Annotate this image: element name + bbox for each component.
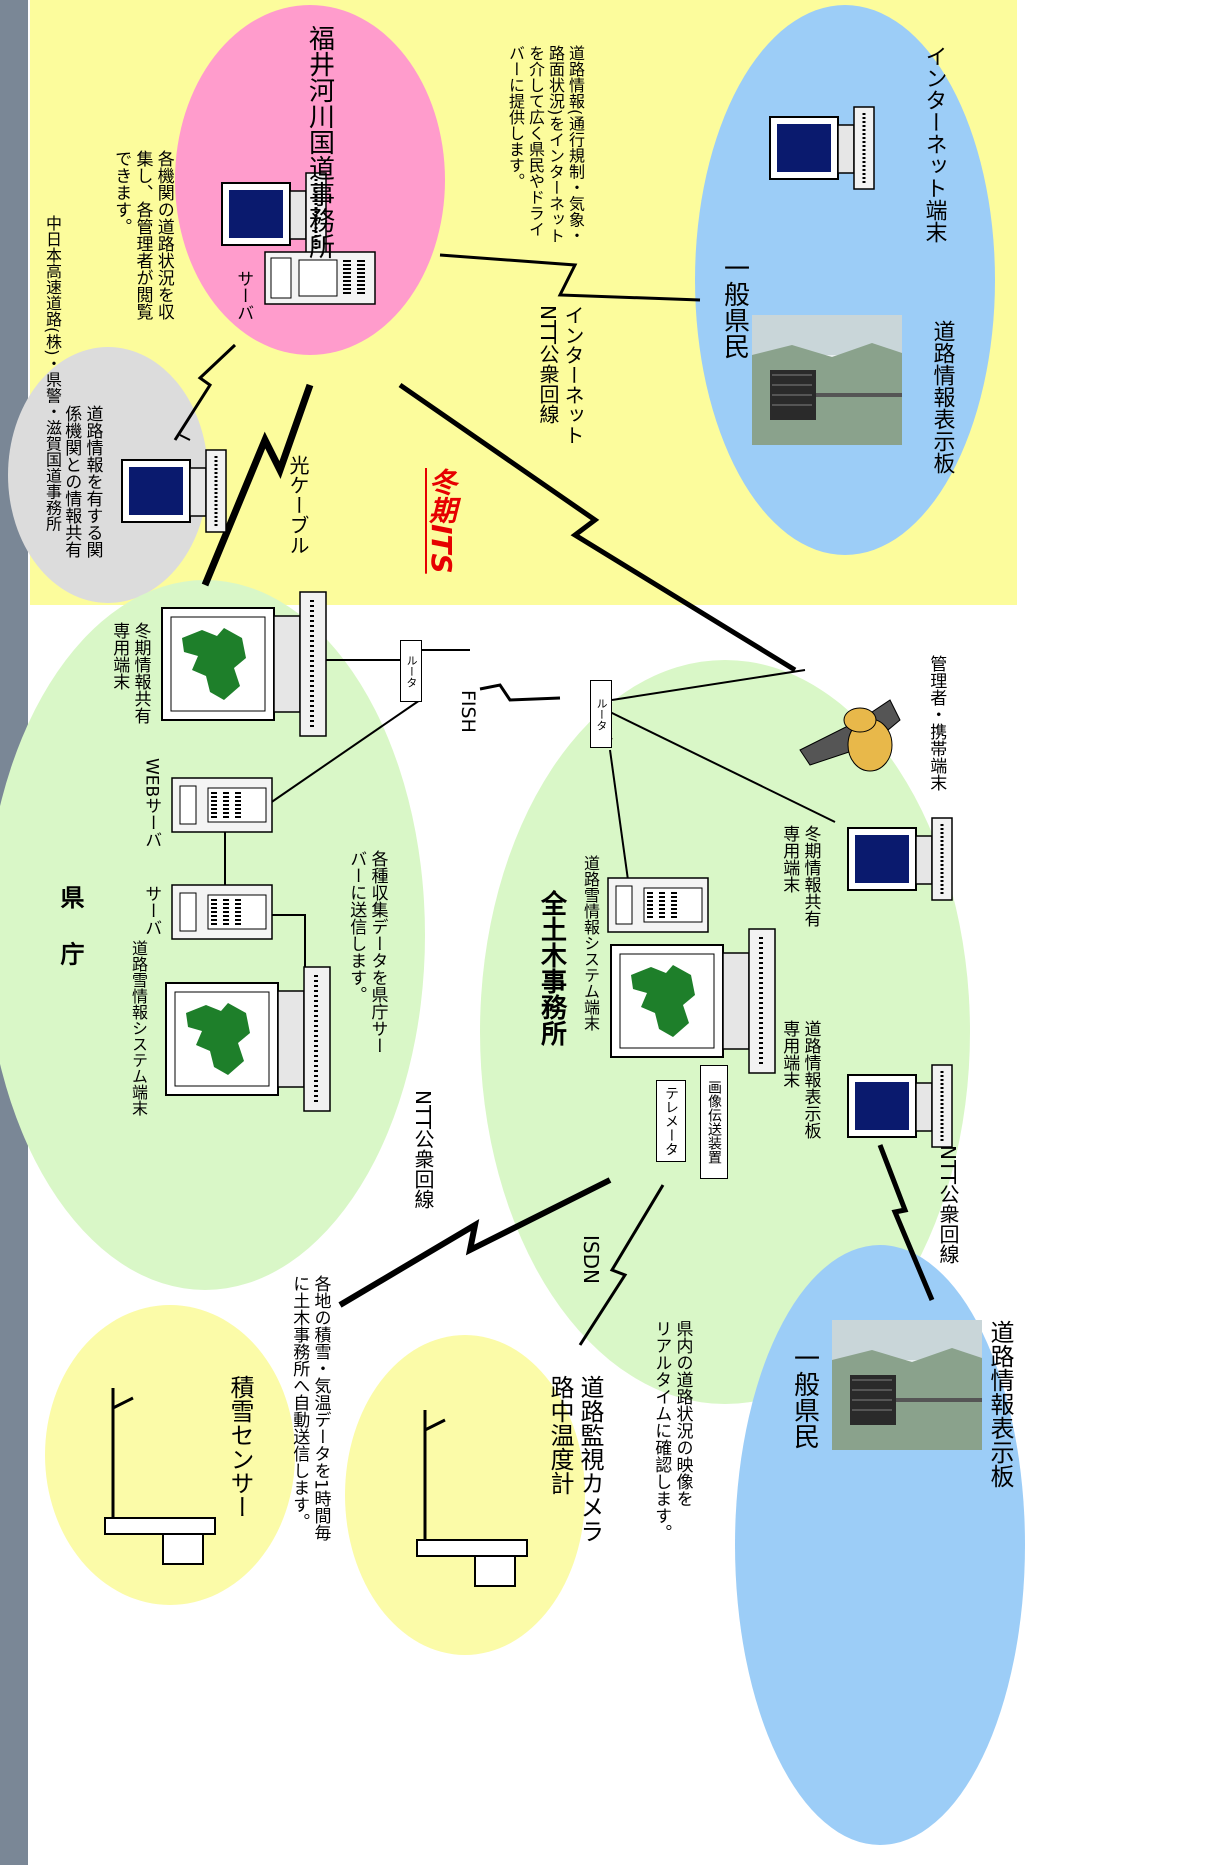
image-transmitter-box: 画像伝送装置 xyxy=(700,1065,728,1179)
fukui-server-icon xyxy=(264,251,376,305)
civil-server-icon xyxy=(608,878,708,932)
nexco-name: 中日本高速道路(株)・県警・滋賀国道事務所 xyxy=(43,215,62,532)
nexco-ellipse xyxy=(8,347,208,603)
web-server-icon xyxy=(172,778,272,832)
fukui-office-note: 各機関の道路状況を収 集し、各管理者が閲覧 できます。 xyxy=(111,150,174,320)
road-sign-bottom-icon xyxy=(830,1318,984,1452)
prefecture-server-icon xyxy=(172,885,272,939)
camera-ellipse xyxy=(345,1335,585,1655)
public-bottom-name: 一般県民 xyxy=(789,1345,820,1449)
prefecture-map-monitor-icon xyxy=(164,965,332,1113)
fish-label: FISH xyxy=(456,690,479,733)
ntt-line-right-label: NTT公衆回線 xyxy=(936,1145,960,1265)
fukui-server-label: サーバ xyxy=(233,270,254,321)
web-server-label: WEBサーバ xyxy=(141,758,162,849)
telemeter-box: テレメータ xyxy=(656,1080,686,1162)
road-sign-top-icon xyxy=(750,313,904,447)
sign-terminal-icon xyxy=(846,1063,954,1149)
civil-system-terminal-label: 道路雪情報システム端末 xyxy=(581,855,600,1031)
internet-line-label: インターネット NTT公衆回線 xyxy=(536,305,585,445)
ntt-line-middle-label: NTT公衆回線 xyxy=(411,1090,435,1210)
camera-name: 道路監視カメラ 路中温度計 xyxy=(546,1375,604,1543)
civil-sign-terminal-label: 道路情報表示板 専用端末 xyxy=(779,1020,821,1139)
prefecture-router: ルータ xyxy=(400,640,422,702)
optical-cable-label: 光ケーブル xyxy=(286,455,310,555)
fukui-office-name: 福井河川国道事務所 xyxy=(304,25,335,259)
civil-share-terminal-label: 冬期情報共有 専用端末 xyxy=(779,825,821,927)
mobile-terminal-label: 管理者・携帯端末 xyxy=(926,655,947,791)
prefecture-name: 県 庁 xyxy=(56,885,84,978)
public-top-name: 一般県民 xyxy=(719,255,750,359)
civil-map-monitor-icon xyxy=(609,927,777,1075)
nexco-note: 道路情報を有する関 係機関との情報共有 xyxy=(61,405,103,558)
diagram-title: 冬期ITS xyxy=(425,468,458,574)
internet-terminal-label: インターネット端末 xyxy=(921,45,947,243)
road-sign-top-label: 道路情報表示板 xyxy=(929,320,955,474)
prefecture-terminal-label: 道路雪情報システム端末 xyxy=(129,940,148,1116)
snow-sensor-note: 各地の積雪・気温データを1時間毎 に土木事務所へ自動送信します。 xyxy=(289,1275,331,1541)
road-sign-bottom-label: 道路情報表示板 xyxy=(986,1320,1014,1488)
civil-share-terminal-icon xyxy=(846,816,954,902)
share-terminal-map-icon xyxy=(160,590,328,738)
nexco-pc-icon xyxy=(120,448,228,534)
internet-note: 道路情報(通行規制・気象・ 路面状況)をインターネット を介して広く県民やドライ… xyxy=(506,45,585,244)
mobile-terminal-icon xyxy=(799,699,901,772)
camera-note: 県内の道路状況の映像を リアルタイムに確認します。 xyxy=(651,1320,693,1541)
prefecture-note: 各種収集データを県庁サー バーに送信します。 xyxy=(346,850,388,1054)
civil-office-name: 全土木事務所 xyxy=(536,890,567,1046)
civil-router: ルータ xyxy=(590,680,612,748)
prefecture-server-label: サーバ xyxy=(141,885,162,936)
lightning-lines xyxy=(173,253,935,1346)
internet-terminal-icon xyxy=(768,105,876,191)
isdn-label: ISDN xyxy=(579,1235,603,1284)
prefecture-share-terminal-label: 冬期情報共有 専用端末 xyxy=(109,622,151,724)
snow-sensor-name: 積雪センサー xyxy=(226,1375,254,1519)
